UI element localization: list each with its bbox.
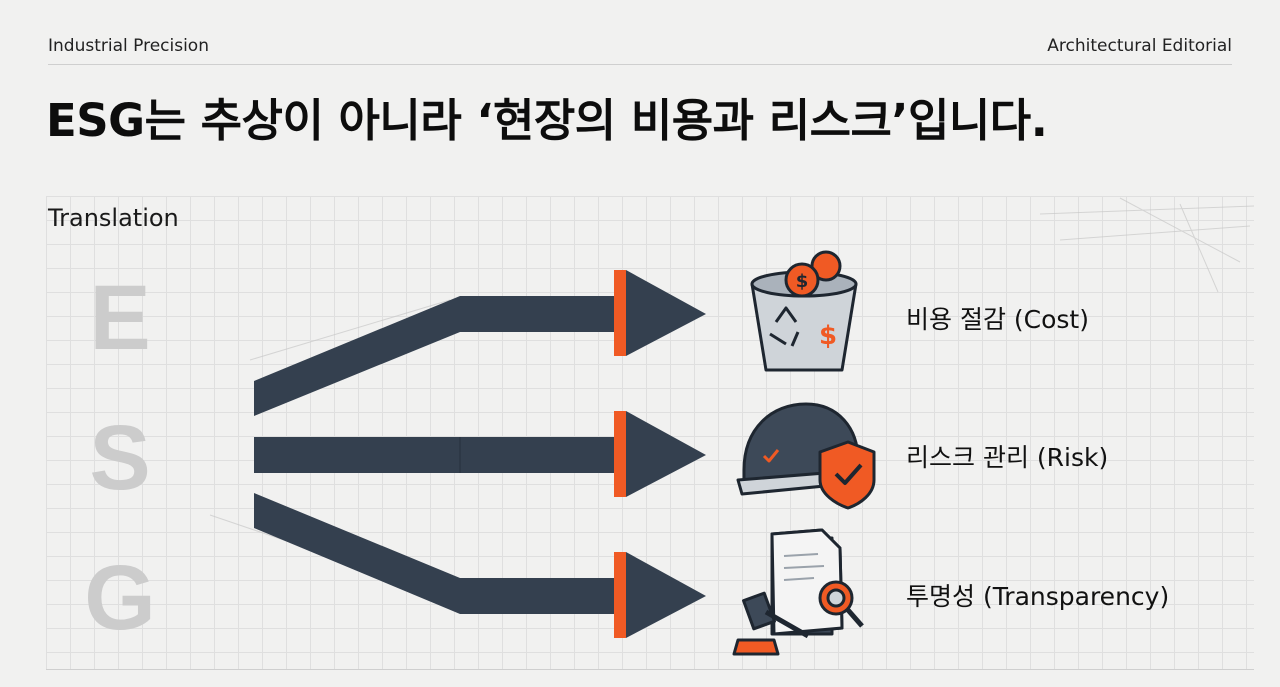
- recycling-bin-coins-icon: $ $: [750, 250, 858, 372]
- arrow-g-to-transparency: [254, 493, 706, 638]
- outcome-label-transparency: 투명성 (Transparency): [906, 582, 1170, 611]
- header-left-label: Industrial Precision: [48, 36, 209, 56]
- document-gavel-magnifier-icon: [732, 528, 864, 656]
- arrow-s-to-risk: [254, 411, 706, 497]
- outcome-label-cost: 비용 절감 (Cost): [906, 305, 1089, 334]
- page-title: ESG는 추상이 아니라 ‘현장의 비용과 리스크’입니다.: [46, 94, 1048, 147]
- header-right-label: Architectural Editorial: [1047, 36, 1232, 56]
- letter-e: E: [89, 267, 151, 369]
- letter-g: G: [84, 547, 156, 649]
- grid-bottom-rule: [46, 669, 1254, 670]
- section-label: Translation: [48, 204, 179, 232]
- svg-text:$: $: [796, 271, 809, 292]
- hard-hat-shield-icon: [736, 402, 876, 510]
- header-divider: [48, 64, 1232, 65]
- letter-s: S: [89, 407, 151, 509]
- arrow-e-to-cost: [254, 270, 706, 416]
- svg-text:$: $: [819, 321, 837, 351]
- outcome-label-risk: 리스크 관리 (Risk): [906, 443, 1109, 472]
